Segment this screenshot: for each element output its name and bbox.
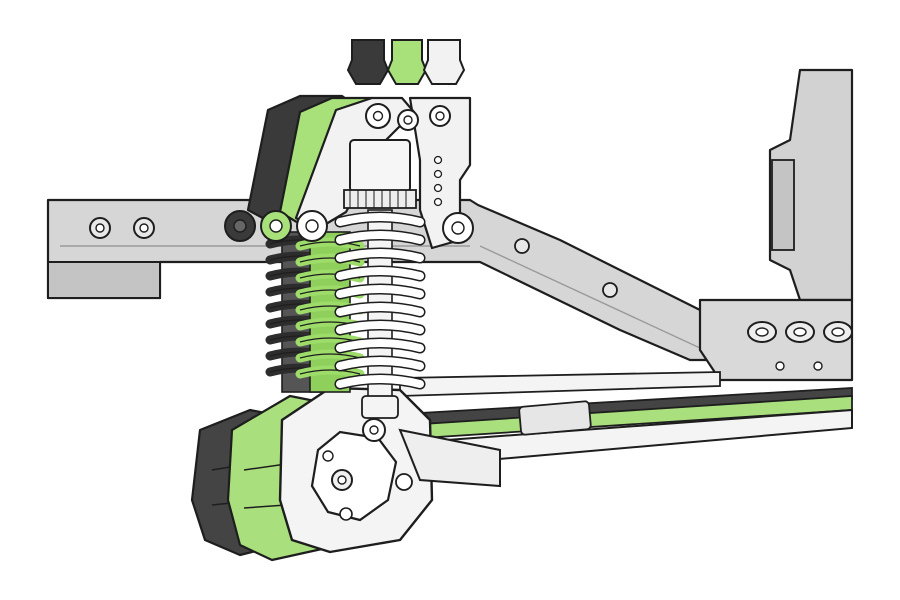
axle-tube bbox=[398, 428, 501, 488]
skid-plate bbox=[698, 298, 854, 382]
shock-threaded-collar bbox=[343, 189, 417, 209]
shock-tower-adjust-holes bbox=[433, 155, 443, 207]
shock-body-upper bbox=[349, 139, 411, 193]
axle-housing-light bbox=[278, 386, 501, 554]
skid-plate-bolt-row bbox=[747, 321, 853, 343]
coilover-shock-light bbox=[334, 139, 426, 419]
frame-mount-holes bbox=[89, 217, 618, 298]
coil-spring-light bbox=[334, 211, 426, 390]
frame-rail-lower-lip bbox=[47, 261, 161, 299]
transmission-gearbox bbox=[698, 68, 854, 382]
link-pivot-bolts bbox=[224, 210, 474, 244]
coil-spring-dark bbox=[265, 235, 335, 377]
driveshaft-light bbox=[399, 371, 853, 468]
coil-spring-green bbox=[295, 237, 365, 379]
chassis-frame-rail bbox=[46, 198, 722, 362]
shock-lower-eyelet bbox=[361, 395, 399, 419]
